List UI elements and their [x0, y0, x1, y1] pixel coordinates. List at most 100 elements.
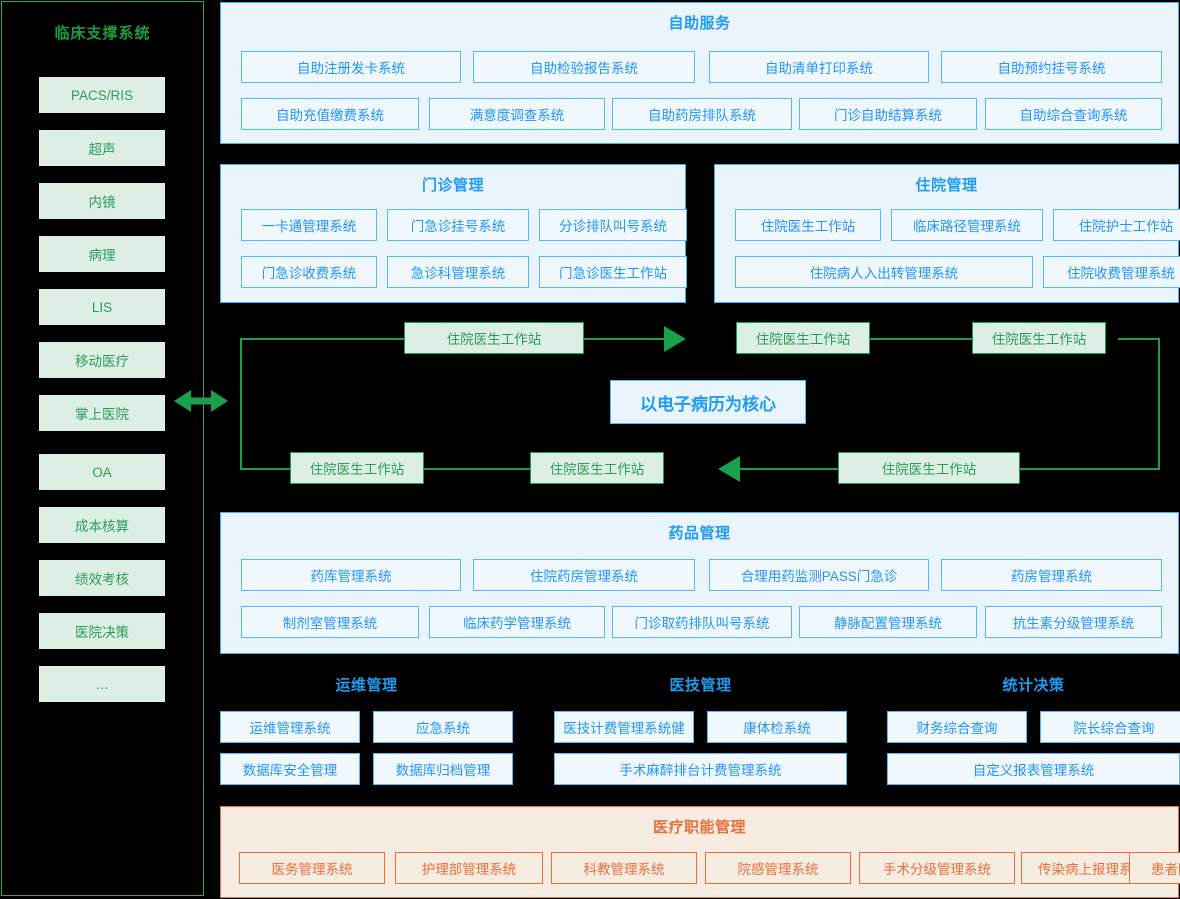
chip-finance-query[interactable]: 财务综合查询	[887, 711, 1027, 743]
chip-outpatient-billing[interactable]: 门急诊收费系统	[241, 256, 377, 288]
sidebar-item-more[interactable]: …	[39, 666, 165, 702]
chip-outpatient-settlement[interactable]: 门诊自助结算系统	[799, 98, 977, 130]
chip-label: 自助预约挂号系统	[997, 61, 1106, 76]
chip-card-management[interactable]: 一卡通管理系统	[241, 209, 377, 241]
chip-label: 药房管理系统	[1011, 569, 1092, 584]
flow-node-5[interactable]: 住院医生工作站	[530, 452, 664, 484]
chip-self-bill-print[interactable]: 自助清单打印系统	[709, 51, 929, 83]
sidebar-item-label: OA	[92, 464, 112, 480]
flow-node-2[interactable]: 住院医生工作站	[736, 322, 870, 354]
chip-inpatient-transfer[interactable]: 住院病人入出转管理系统	[735, 256, 1033, 288]
panel-pharmacy: 药品管理 药库管理系统 住院药房管理系统 合理用药监测PASS门急诊 药房管理系…	[220, 512, 1179, 654]
sidebar-item-hospital-decision[interactable]: 医院决策	[39, 613, 165, 649]
chip-inpatient-nurse-station[interactable]: 住院护士工作站	[1053, 209, 1180, 241]
chip-db-archive[interactable]: 数据库归档管理	[373, 753, 513, 785]
sidebar-item-endoscopy[interactable]: 内镜	[39, 183, 165, 219]
chip-medical-affairs[interactable]: 医务管理系统	[239, 852, 385, 884]
chip-label: 护理部管理系统	[421, 862, 517, 877]
flow-node-label: 住院医生工作站	[446, 332, 542, 347]
chip-satisfaction-survey[interactable]: 满意度调查系统	[429, 98, 605, 130]
sidebar-item-cost-accounting[interactable]: 成本核算	[39, 507, 165, 543]
flow-node-3[interactable]: 住院医生工作站	[972, 322, 1106, 354]
chip-clinical-pharmacy[interactable]: 临床药学管理系统	[429, 606, 605, 638]
chip-label: 手术分级管理系统	[883, 862, 991, 877]
chip-label: 科教管理系统	[583, 862, 665, 877]
chip-emergency-system[interactable]: 应急系统	[373, 711, 513, 743]
panel-title-medical-function: 医疗职能管理	[652, 819, 746, 836]
sidebar-item-palm-hospital[interactable]: 掌上医院	[39, 395, 165, 431]
chip-director-query[interactable]: 院长综合查询	[1040, 711, 1180, 743]
flow-line-bottom-mid	[423, 468, 533, 470]
sidebar-item-mobile-care[interactable]: 移动医疗	[39, 342, 165, 378]
chip-ops-system[interactable]: 运维管理系统	[220, 711, 360, 743]
chip-medtech-billing[interactable]: 医技计费管理系统健	[554, 711, 694, 743]
chip-label: 医技计费管理系统健	[563, 721, 685, 736]
chip-self-lab-report[interactable]: 自助检验报告系统	[473, 51, 695, 83]
core-emr-label: 以电子病历为核心	[640, 394, 776, 414]
chip-label: 门诊自助结算系统	[834, 108, 942, 123]
flow-node-6[interactable]: 住院医生工作站	[838, 452, 1020, 484]
chip-inpatient-doctor-station[interactable]: 住院医生工作站	[735, 209, 881, 241]
chip-label: 分诊排队叫号系统	[559, 219, 667, 234]
chip-nursing-dept[interactable]: 护理部管理系统	[395, 852, 543, 884]
chip-self-appointment[interactable]: 自助预约挂号系统	[941, 51, 1162, 83]
chip-self-query[interactable]: 自助综合查询系统	[985, 98, 1162, 130]
flow-line-bottom-left	[240, 468, 310, 470]
chip-antibiotic-grading[interactable]: 抗生素分级管理系统	[985, 606, 1162, 638]
chip-label: 满意度调查系统	[469, 108, 565, 123]
panel-medical-function: 医疗职能管理 医务管理系统 护理部管理系统 科教管理系统 院感管理系统 手术分级…	[220, 806, 1180, 898]
chip-label: 传染病上报理系统	[1038, 862, 1146, 877]
chip-inpatient-pharmacy[interactable]: 住院药房管理系统	[473, 559, 695, 591]
panel-title-pharmacy: 药品管理	[668, 525, 731, 542]
chip-label: 门急诊收费系统	[261, 266, 357, 281]
sidebar-item-ultrasound[interactable]: 超声	[39, 130, 165, 166]
chip-pass-monitoring[interactable]: 合理用药监测PASS门急诊	[709, 559, 929, 591]
panel-self-service: 自助服务 自助注册发卡系统 自助检验报告系统 自助清单打印系统 自助预约挂号系统…	[220, 2, 1179, 144]
flow-arrow-right-icon	[664, 326, 686, 352]
sidebar-item-oa[interactable]: OA	[39, 454, 165, 490]
chip-drug-warehouse[interactable]: 药库管理系统	[241, 559, 461, 591]
sidebar-item-pacs-ris[interactable]: PACS/RIS	[39, 77, 165, 113]
chip-surgery-grading[interactable]: 手术分级管理系统	[859, 852, 1015, 884]
chip-label: 一卡通管理系统	[261, 219, 357, 234]
core-emr-box[interactable]: 以电子病历为核心	[610, 380, 806, 424]
chip-self-pharmacy-queue[interactable]: 自助药房排队系统	[612, 98, 792, 130]
chip-health-checkup[interactable]: 康体检系统	[707, 711, 847, 743]
sidebar-item-pathology[interactable]: 病理	[39, 236, 165, 272]
chip-clinical-pathway[interactable]: 临床路径管理系统	[891, 209, 1043, 241]
chip-dispensing-queue[interactable]: 门诊取药排队叫号系统	[612, 606, 792, 638]
chip-inpatient-billing[interactable]: 住院收费管理系统	[1043, 256, 1180, 288]
chip-self-registration[interactable]: 自助注册发卡系统	[241, 51, 461, 83]
flow-node-4[interactable]: 住院医生工作站	[290, 452, 424, 484]
chip-preparation-room[interactable]: 制剂室管理系统	[241, 606, 419, 638]
chip-pharmacy-management[interactable]: 药房管理系统	[941, 559, 1162, 591]
chip-triage-queue[interactable]: 分诊排队叫号系统	[539, 209, 687, 241]
chip-label: 自定义报表管理系统	[972, 763, 1095, 778]
chip-education-research[interactable]: 科教管理系统	[551, 852, 697, 884]
chip-label: 门急诊挂号系统	[410, 219, 506, 234]
sidebar-item-lis[interactable]: LIS	[39, 289, 165, 325]
chip-db-security[interactable]: 数据库安全管理	[220, 753, 360, 785]
chip-self-recharge[interactable]: 自助充值缴费系统	[241, 98, 419, 130]
chip-outpatient-doctor-station[interactable]: 门急诊医生工作站	[539, 256, 687, 288]
chip-anesthesia-scheduling[interactable]: 手术麻醉排台计费管理系统	[554, 753, 847, 785]
chip-iv-compounding[interactable]: 静脉配置管理系统	[799, 606, 977, 638]
flow-arrow-left-icon	[718, 456, 740, 482]
chip-custom-report[interactable]: 自定义报表管理系统	[887, 753, 1180, 785]
flow-line-left-vertical	[240, 338, 242, 470]
chip-emergency-department[interactable]: 急诊科管理系统	[387, 256, 529, 288]
chip-patient-followup[interactable]: 患者回访管理系统	[1129, 852, 1180, 884]
chip-label: 住院药房管理系统	[530, 569, 638, 584]
chip-infection-control[interactable]: 院感管理系统	[705, 852, 851, 884]
chip-label: 数据库归档管理	[395, 763, 491, 778]
sidebar-item-label: 移动医疗	[75, 354, 129, 369]
chip-label: 医务管理系统	[271, 862, 353, 877]
chip-outpatient-registration[interactable]: 门急诊挂号系统	[387, 209, 529, 241]
panel-title-inpatient: 住院管理	[915, 177, 978, 194]
chip-label: 数据库安全管理	[242, 763, 338, 778]
sidebar-item-performance[interactable]: 绩效考核	[39, 560, 165, 596]
flow-node-label: 住院医生工作站	[549, 462, 645, 477]
flow-node-1[interactable]: 住院医生工作站	[404, 322, 584, 354]
chip-label: 自助药房排队系统	[648, 108, 756, 123]
